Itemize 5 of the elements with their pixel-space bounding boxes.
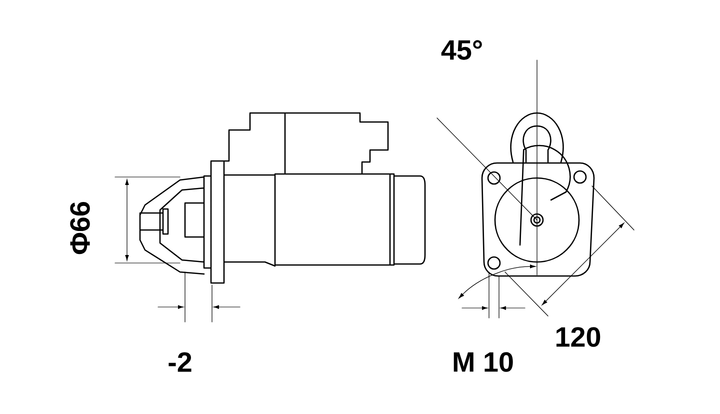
dimension-label: 120 (556, 327, 600, 347)
dimension-label: Φ66 (70, 202, 90, 254)
dimension-label: -2 (168, 352, 192, 372)
dimension-label: M 10 (454, 352, 513, 372)
dimension-label: 45° (441, 40, 482, 60)
